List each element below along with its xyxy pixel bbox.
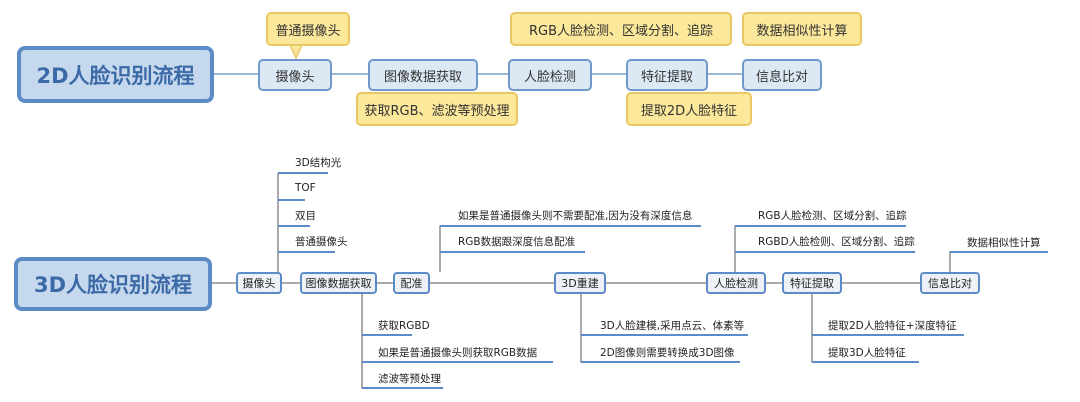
node-2d-face-detection[interactable]: 人脸检测 [508,59,592,91]
leaf-feature-2d-depth: 提取2D人脸特征+深度特征 [828,320,957,332]
callout-2d-compare: 数据相似性计算 [742,12,862,46]
node-3d-feature-extraction[interactable]: 特征提取 [782,272,842,294]
leaf-reconstruct-convert: 2D图像则需要转换成3D图像 [600,347,735,359]
title-3d-flow: 3D人脸识别流程 [14,257,212,311]
leaf-detect-rgb: RGB人脸检测、区域分割、追踪 [758,210,907,222]
node-3d-face-detection[interactable]: 人脸检测 [706,272,766,294]
leaf-acquire-rgb: 如果是普通摄像头则获取RGB数据 [378,347,538,359]
node-3d-registration[interactable]: 配准 [393,272,430,294]
leaf-compare-similarity: 数据相似性计算 [967,237,1041,249]
callout-2d-camera: 普通摄像头 [266,12,350,46]
node-3d-image-acquisition[interactable]: 图像数据获取 [300,272,377,294]
title-2d-flow: 2D人脸识别流程 [17,46,214,103]
leaf-acquire-filter: 滤波等预处理 [378,373,441,385]
leaf-feature-3d: 提取3D人脸特征 [828,347,906,359]
leaf-detect-rgbd: RGBD人脸检则、区域分割、追踪 [758,236,915,248]
node-2d-camera[interactable]: 摄像头 [258,59,332,91]
callout-2d-acquire: 获取RGB、滤波等预处理 [356,92,518,126]
leaf-register-rgb-depth: RGB数据跟深度信息配准 [458,236,576,248]
node-3d-info-comparison[interactable]: 信息比对 [920,272,980,294]
node-2d-image-acquisition[interactable]: 图像数据获取 [368,59,478,91]
leaf-camera-normal: 普通摄像头 [295,236,348,248]
leaf-register-no-depth: 如果是普通摄像头则不需要配准,因为没有深度信息 [458,210,693,222]
node-3d-camera[interactable]: 摄像头 [236,272,282,294]
leaf-camera-tof: TOF [295,182,316,194]
leaf-camera-structured-light: 3D结构光 [295,157,342,169]
node-2d-feature-extraction[interactable]: 特征提取 [626,59,708,91]
callout-2d-detect: RGB人脸检测、区域分割、追踪 [510,12,732,46]
leaf-camera-stereo: 双目 [295,210,316,222]
leaf-acquire-rgbd: 获取RGBD [378,320,430,332]
leaf-reconstruct-modeling: 3D人脸建模,采用点云、体素等 [600,320,745,332]
node-3d-reconstruction[interactable]: 3D重建 [554,272,606,294]
callout-2d-feature: 提取2D人脸特征 [626,92,752,126]
node-2d-info-comparison[interactable]: 信息比对 [742,59,822,91]
